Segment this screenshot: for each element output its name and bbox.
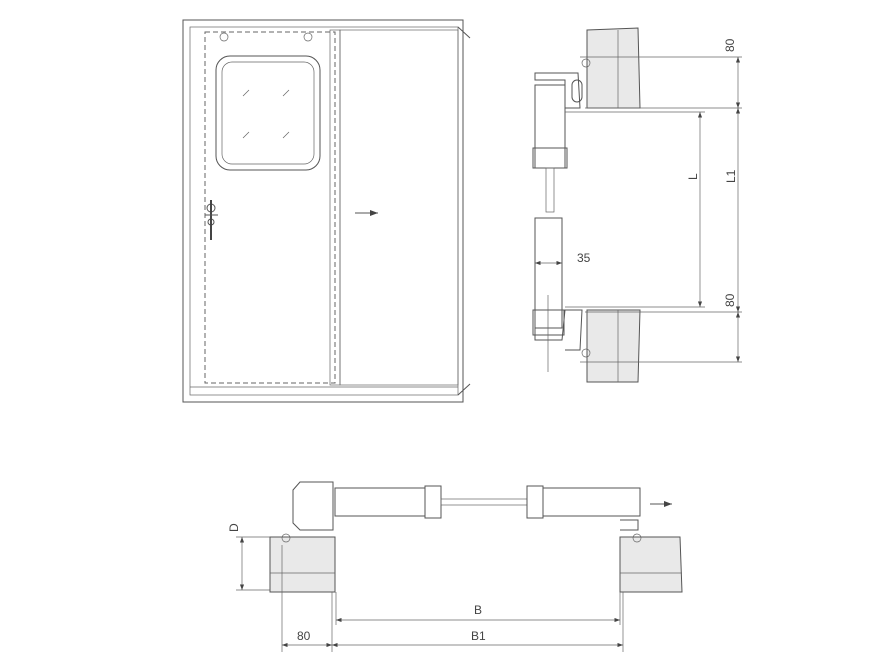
dimension-label: 80 — [723, 293, 737, 307]
window — [215, 55, 321, 171]
door-leaf — [204, 29, 341, 386]
bolt-icon — [581, 348, 591, 358]
plan-section-view: D B B1 80 — [227, 481, 683, 652]
dimension-label: 80 — [297, 629, 311, 643]
vertical-section-view: 80 L L1 80 35 — [532, 27, 742, 383]
dimension-label: B — [474, 603, 482, 617]
dimension-label: D — [227, 523, 241, 532]
dimension-label: 35 — [577, 251, 591, 265]
dimension-label: L1 — [724, 169, 738, 183]
dimension-label: L — [686, 173, 700, 180]
bolt-icon — [281, 533, 291, 543]
dimension-label: B1 — [471, 629, 486, 643]
bolt-icon — [303, 32, 313, 42]
lock-handle-icon — [205, 200, 218, 240]
bolt-icon — [632, 533, 642, 543]
bolt-icon — [581, 58, 591, 68]
dimension-label: 80 — [723, 38, 737, 52]
fixed-panel — [339, 29, 459, 386]
front-elevation-view — [182, 19, 471, 403]
bolt-icon — [219, 32, 229, 42]
